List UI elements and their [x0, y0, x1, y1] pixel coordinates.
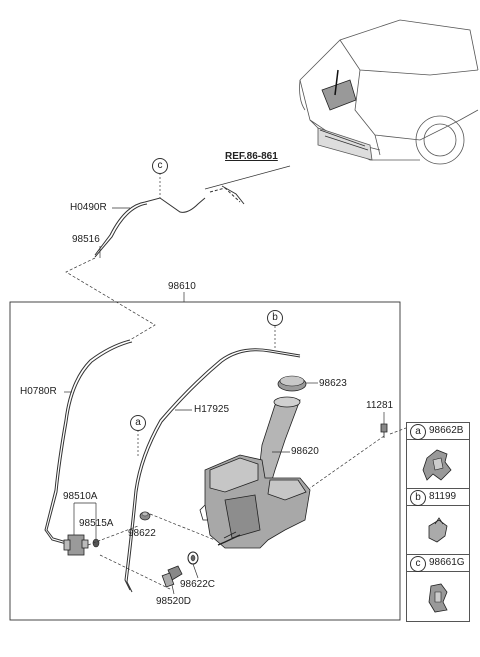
clip-icon-81199 — [428, 517, 448, 543]
legend-box-c: c 98661G — [406, 554, 470, 622]
part-11281: 11281 — [366, 400, 394, 411]
legend-letter-c: c — [410, 556, 426, 572]
washer-pump — [63, 534, 89, 556]
part-98520d: 98520D — [156, 596, 192, 607]
part-h17925: H17925 — [194, 404, 230, 415]
washer-reservoir — [199, 396, 311, 549]
legend-letter-b: b — [410, 490, 426, 506]
part-98610: 98610 — [168, 281, 196, 292]
vehicle-illustration — [299, 19, 479, 165]
part-98622: 98622 — [128, 528, 156, 539]
part-h0780r: H0780R — [20, 386, 57, 397]
callout-a-main: a — [130, 415, 146, 431]
legend-box-a: a 98662B — [406, 422, 470, 500]
part-98510a: 98510A — [63, 491, 98, 502]
sensor-98520d — [161, 565, 183, 588]
legend-box-b: b 81199 — [406, 488, 470, 556]
part-98515a: 98515A — [79, 518, 114, 529]
assembly-frame — [9, 301, 401, 621]
part-98516: 98516 — [72, 234, 100, 245]
grommet-98622 — [139, 511, 151, 521]
leader-98520d — [171, 584, 175, 595]
callout-c-top: c — [152, 158, 168, 174]
dash-bolt — [309, 435, 385, 489]
dash-98622 — [149, 513, 216, 541]
part-98620: 98620 — [291, 446, 319, 457]
legend-code-c: 98661G — [429, 557, 465, 568]
dash-pump-link — [87, 525, 173, 591]
part-98623: 98623 — [319, 378, 347, 389]
part-98622c: 98622C — [180, 579, 216, 590]
legend-head-a: a 98662B — [407, 423, 469, 440]
legend-code-a: 98662B — [429, 425, 464, 436]
legend-letter-a: a — [410, 424, 426, 440]
hose-h0490r — [94, 185, 245, 258]
dash-legend-link — [389, 427, 407, 435]
leader-98510a — [73, 502, 97, 540]
hose-h0780r — [44, 339, 133, 546]
legend-code-b: 81199 — [429, 491, 457, 502]
ring-98622c — [187, 551, 199, 565]
ref-label[interactable]: REF.86-861 — [225, 151, 278, 162]
part-h0490r: H0490R — [70, 202, 107, 213]
leader-ref-861 — [204, 165, 291, 190]
legend-head-c: c 98661G — [407, 555, 469, 572]
reservoir-cap — [277, 375, 307, 392]
bolt-11281 — [380, 423, 388, 438]
legend-head-b: b 81199 — [407, 489, 469, 506]
hose-h17925 — [124, 348, 301, 593]
clip-icon-98661g — [428, 583, 448, 613]
clip-icon-98662b — [422, 449, 452, 481]
dash-connector — [65, 257, 156, 341]
leader-98622c — [192, 563, 199, 579]
callout-b-main: b — [267, 310, 283, 326]
